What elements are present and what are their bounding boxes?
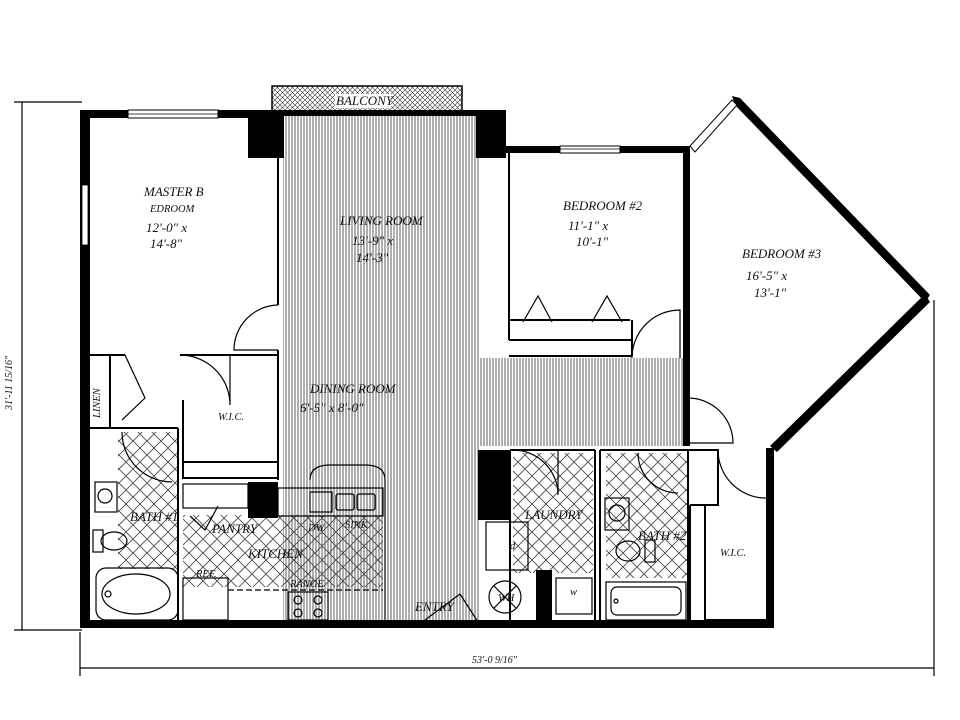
dining-room-dim: 6'-5" x 8'-0"	[300, 400, 364, 415]
living-room-title: LIVING ROOM	[339, 213, 424, 228]
tiled-floors	[118, 432, 688, 587]
master-bedroom-dim-2: 14'-8"	[150, 236, 183, 251]
bedroom-3-title: BEDROOM #3	[742, 246, 822, 261]
bedroom-2-title: BEDROOM #2	[563, 198, 643, 213]
overall-width-dimension: 53'-0 9/16"	[472, 655, 518, 666]
bath-1-label: BATH #1	[130, 509, 178, 524]
master-bedroom-dim-1: 12'-0" x	[146, 220, 187, 235]
living-room-dim-1: 13'-9" x	[352, 233, 393, 248]
wic-2-label: W.I.C.	[720, 548, 746, 559]
balcony	[271, 85, 463, 115]
master-bedroom-title-2: EDROOM	[149, 204, 196, 215]
kitchen-counters	[182, 464, 386, 621]
water-heater-label: WH	[498, 593, 516, 604]
bedroom-3-dim-1: 16'-5" x	[746, 268, 787, 283]
dimension-lines	[14, 101, 935, 676]
linen-label: LINEN	[92, 387, 103, 419]
bath2-fixtures	[604, 497, 687, 621]
dining-room-title: DINING ROOM	[309, 381, 397, 396]
dishwasher-label: DW	[307, 523, 326, 534]
range-label: RANGE	[289, 579, 324, 590]
kitchen-label: KITCHEN	[247, 546, 304, 561]
wic-1-label: W.I.C.	[218, 412, 244, 423]
bath-2-label: BATH #2	[638, 528, 687, 543]
balcony-label: BALCONY	[336, 93, 395, 108]
bedroom-2-dim-2: 10'-1"	[576, 234, 609, 249]
closet-doors	[522, 294, 623, 323]
laundry-appliances	[485, 521, 593, 615]
laundry-label: LAUNDRY	[524, 507, 584, 522]
bedroom-3-dim-2: 13'-1"	[754, 285, 787, 300]
sink-label: SINK	[345, 520, 369, 531]
interior-walls	[90, 153, 766, 625]
overall-height-dimension: 31'-11 15/16"	[4, 355, 15, 411]
refrigerator-label: REF.	[195, 569, 217, 580]
bedroom-2-dim-1: 11'-1" x	[568, 218, 608, 233]
bath1-fixtures	[92, 481, 179, 621]
living-room-dim-2: 14'-3"	[356, 250, 389, 265]
windows	[81, 99, 738, 246]
entry-label: ENTRY	[414, 599, 456, 614]
dryer-label: d	[510, 541, 516, 552]
washer-label: w	[570, 587, 577, 598]
pantry-label: PANTRY	[211, 521, 259, 536]
door-swings	[121, 304, 767, 623]
master-bedroom-title-1: MASTER B	[143, 184, 204, 199]
